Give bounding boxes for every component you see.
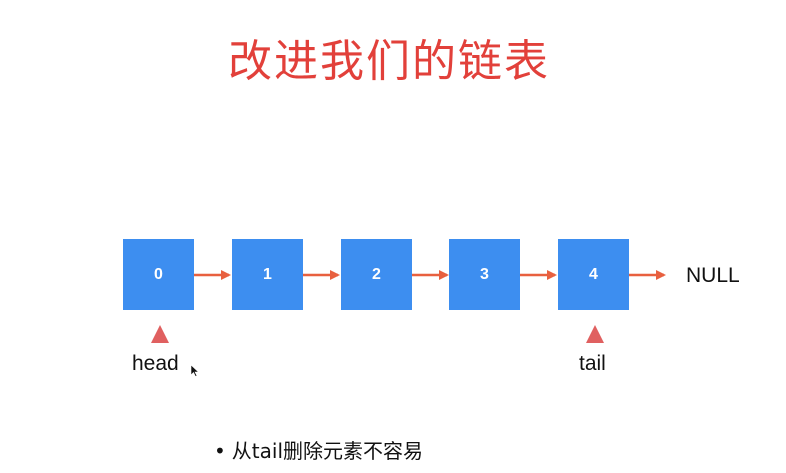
bullet-text: 从tail删除元素不容易 — [231, 439, 424, 463]
node-value: 4 — [589, 265, 598, 283]
node-value: 3 — [480, 265, 489, 283]
tail-label: tail — [579, 352, 606, 375]
mouse-cursor-icon — [191, 365, 199, 377]
bullet-point: •从tail删除元素不容易 — [214, 438, 423, 464]
list-node-2: 2 — [341, 239, 412, 310]
null-label: NULL — [686, 264, 740, 287]
slide-title: 改进我们的链表 — [228, 36, 550, 87]
list-node-4: 4 — [558, 239, 629, 310]
list-node-3: 3 — [449, 239, 520, 310]
list-node-0: 0 — [123, 239, 194, 310]
bullet-marker: • — [214, 439, 226, 463]
node-value: 2 — [372, 265, 381, 283]
tail-pointer-triangle-icon — [586, 325, 604, 343]
node-value: 1 — [263, 265, 272, 283]
head-label: head — [132, 352, 179, 375]
node-value: 0 — [154, 265, 163, 283]
list-node-1: 1 — [232, 239, 303, 310]
head-pointer-triangle-icon — [151, 325, 169, 343]
